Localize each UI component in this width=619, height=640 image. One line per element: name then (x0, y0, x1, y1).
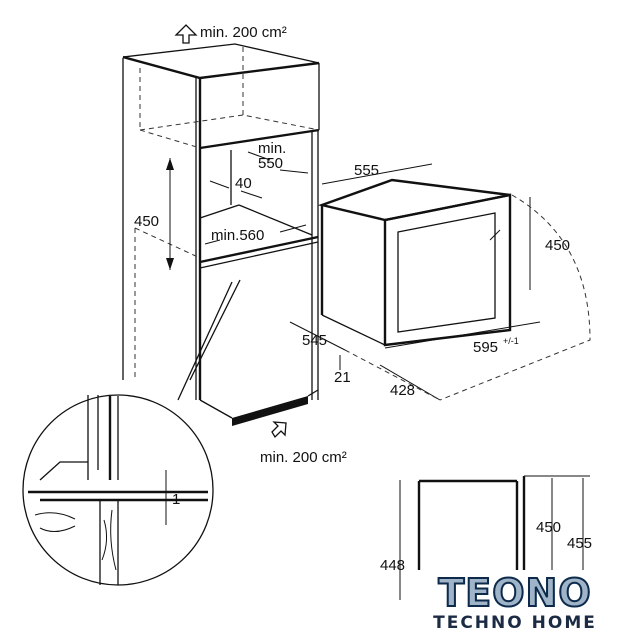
oven-front-tolerance: +/-1 (503, 336, 519, 346)
side-view-drawing (399, 475, 590, 600)
niche-depth-label-2: 550 (258, 155, 283, 172)
vent-bottom-label: min. 200 cm² (260, 449, 347, 466)
door-open-label: 428 (390, 382, 415, 399)
side-455-label: 455 (567, 535, 592, 552)
niche-depth-label-1: min. (258, 140, 286, 157)
logo-tagline: TECHNO HOME (433, 613, 597, 633)
oven-height-label: 450 (545, 237, 570, 254)
detail-circle (22, 279, 241, 586)
oven-depth-label: 545 (302, 332, 327, 349)
cabinet-drawing (122, 43, 320, 426)
dimension-arrows (166, 24, 541, 439)
detail-gap-label: 1 (172, 491, 180, 508)
logo-brand: TEONO (420, 572, 610, 614)
gap-label: 40 (235, 175, 252, 192)
brand-logo: TEONO TECHNO HOME (420, 572, 610, 633)
oven-width-label: 555 (354, 162, 379, 179)
oven-front-width-label: 595 (473, 339, 498, 356)
niche-height-label: 450 (134, 213, 159, 230)
oven-drawing (317, 178, 591, 401)
side-450-label: 450 (536, 519, 561, 536)
niche-width-label: min.560 (211, 227, 264, 244)
side-448-label: 448 (380, 557, 405, 574)
door-thickness-label: 21 (334, 369, 351, 386)
vent-top-label: min. 200 cm² (200, 24, 287, 41)
